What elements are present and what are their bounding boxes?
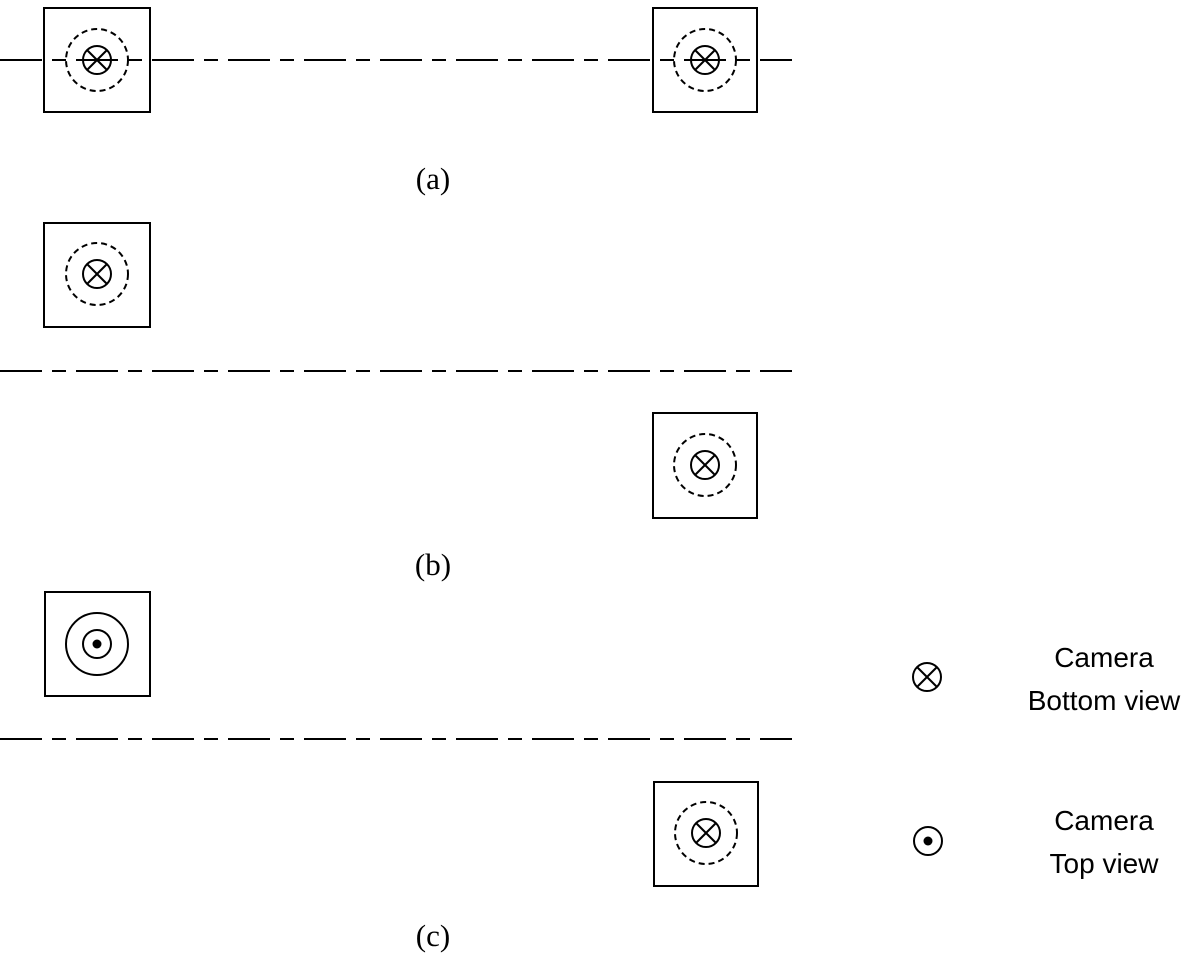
camera-top-view-icon [913, 826, 943, 856]
panel-a: (a) [0, 7, 792, 196]
legend-bottom-line2: Bottom view [1028, 685, 1181, 716]
panel-label-a: (a) [416, 161, 450, 196]
legend-bottom-line1: Camera [1054, 642, 1154, 673]
panel-label-b: (b) [415, 547, 451, 582]
lens-dashed-ring [673, 433, 737, 497]
camera-box-frame [652, 412, 758, 519]
camera-box-frame [44, 591, 151, 697]
camera-box-frame [43, 222, 151, 328]
legend: Camera Bottom view Camera Top view [912, 642, 1181, 879]
legend-item-top-view: Camera Top view [913, 805, 1160, 879]
cross-circle-icon [691, 818, 721, 848]
camera-box-frame [652, 7, 758, 113]
panel-b: (b) [0, 222, 792, 582]
camera-box-right-bottom-view [653, 781, 759, 887]
camera-box-left-top-view [44, 591, 151, 697]
legend-item-bottom-view: Camera Bottom view [912, 642, 1181, 716]
camera-box-right-bottom-view [652, 412, 758, 519]
legend-top-line1: Camera [1054, 805, 1154, 836]
camera-box-frame [653, 781, 759, 887]
legend-top-line2: Top view [1050, 848, 1160, 879]
camera-bottom-view-icon [912, 662, 942, 692]
cross-circle-icon [82, 259, 112, 289]
panel-c: (c) [0, 591, 792, 953]
lens-dashed-ring [65, 242, 129, 306]
camera-box-left-bottom-view [43, 222, 151, 328]
camera-box-frame [43, 7, 151, 113]
lens-solid-ring [65, 612, 129, 676]
dot-circle-icon [82, 629, 112, 659]
cross-circle-icon [690, 450, 720, 480]
panel-label-c: (c) [416, 918, 450, 953]
lens-dashed-ring [674, 801, 738, 865]
